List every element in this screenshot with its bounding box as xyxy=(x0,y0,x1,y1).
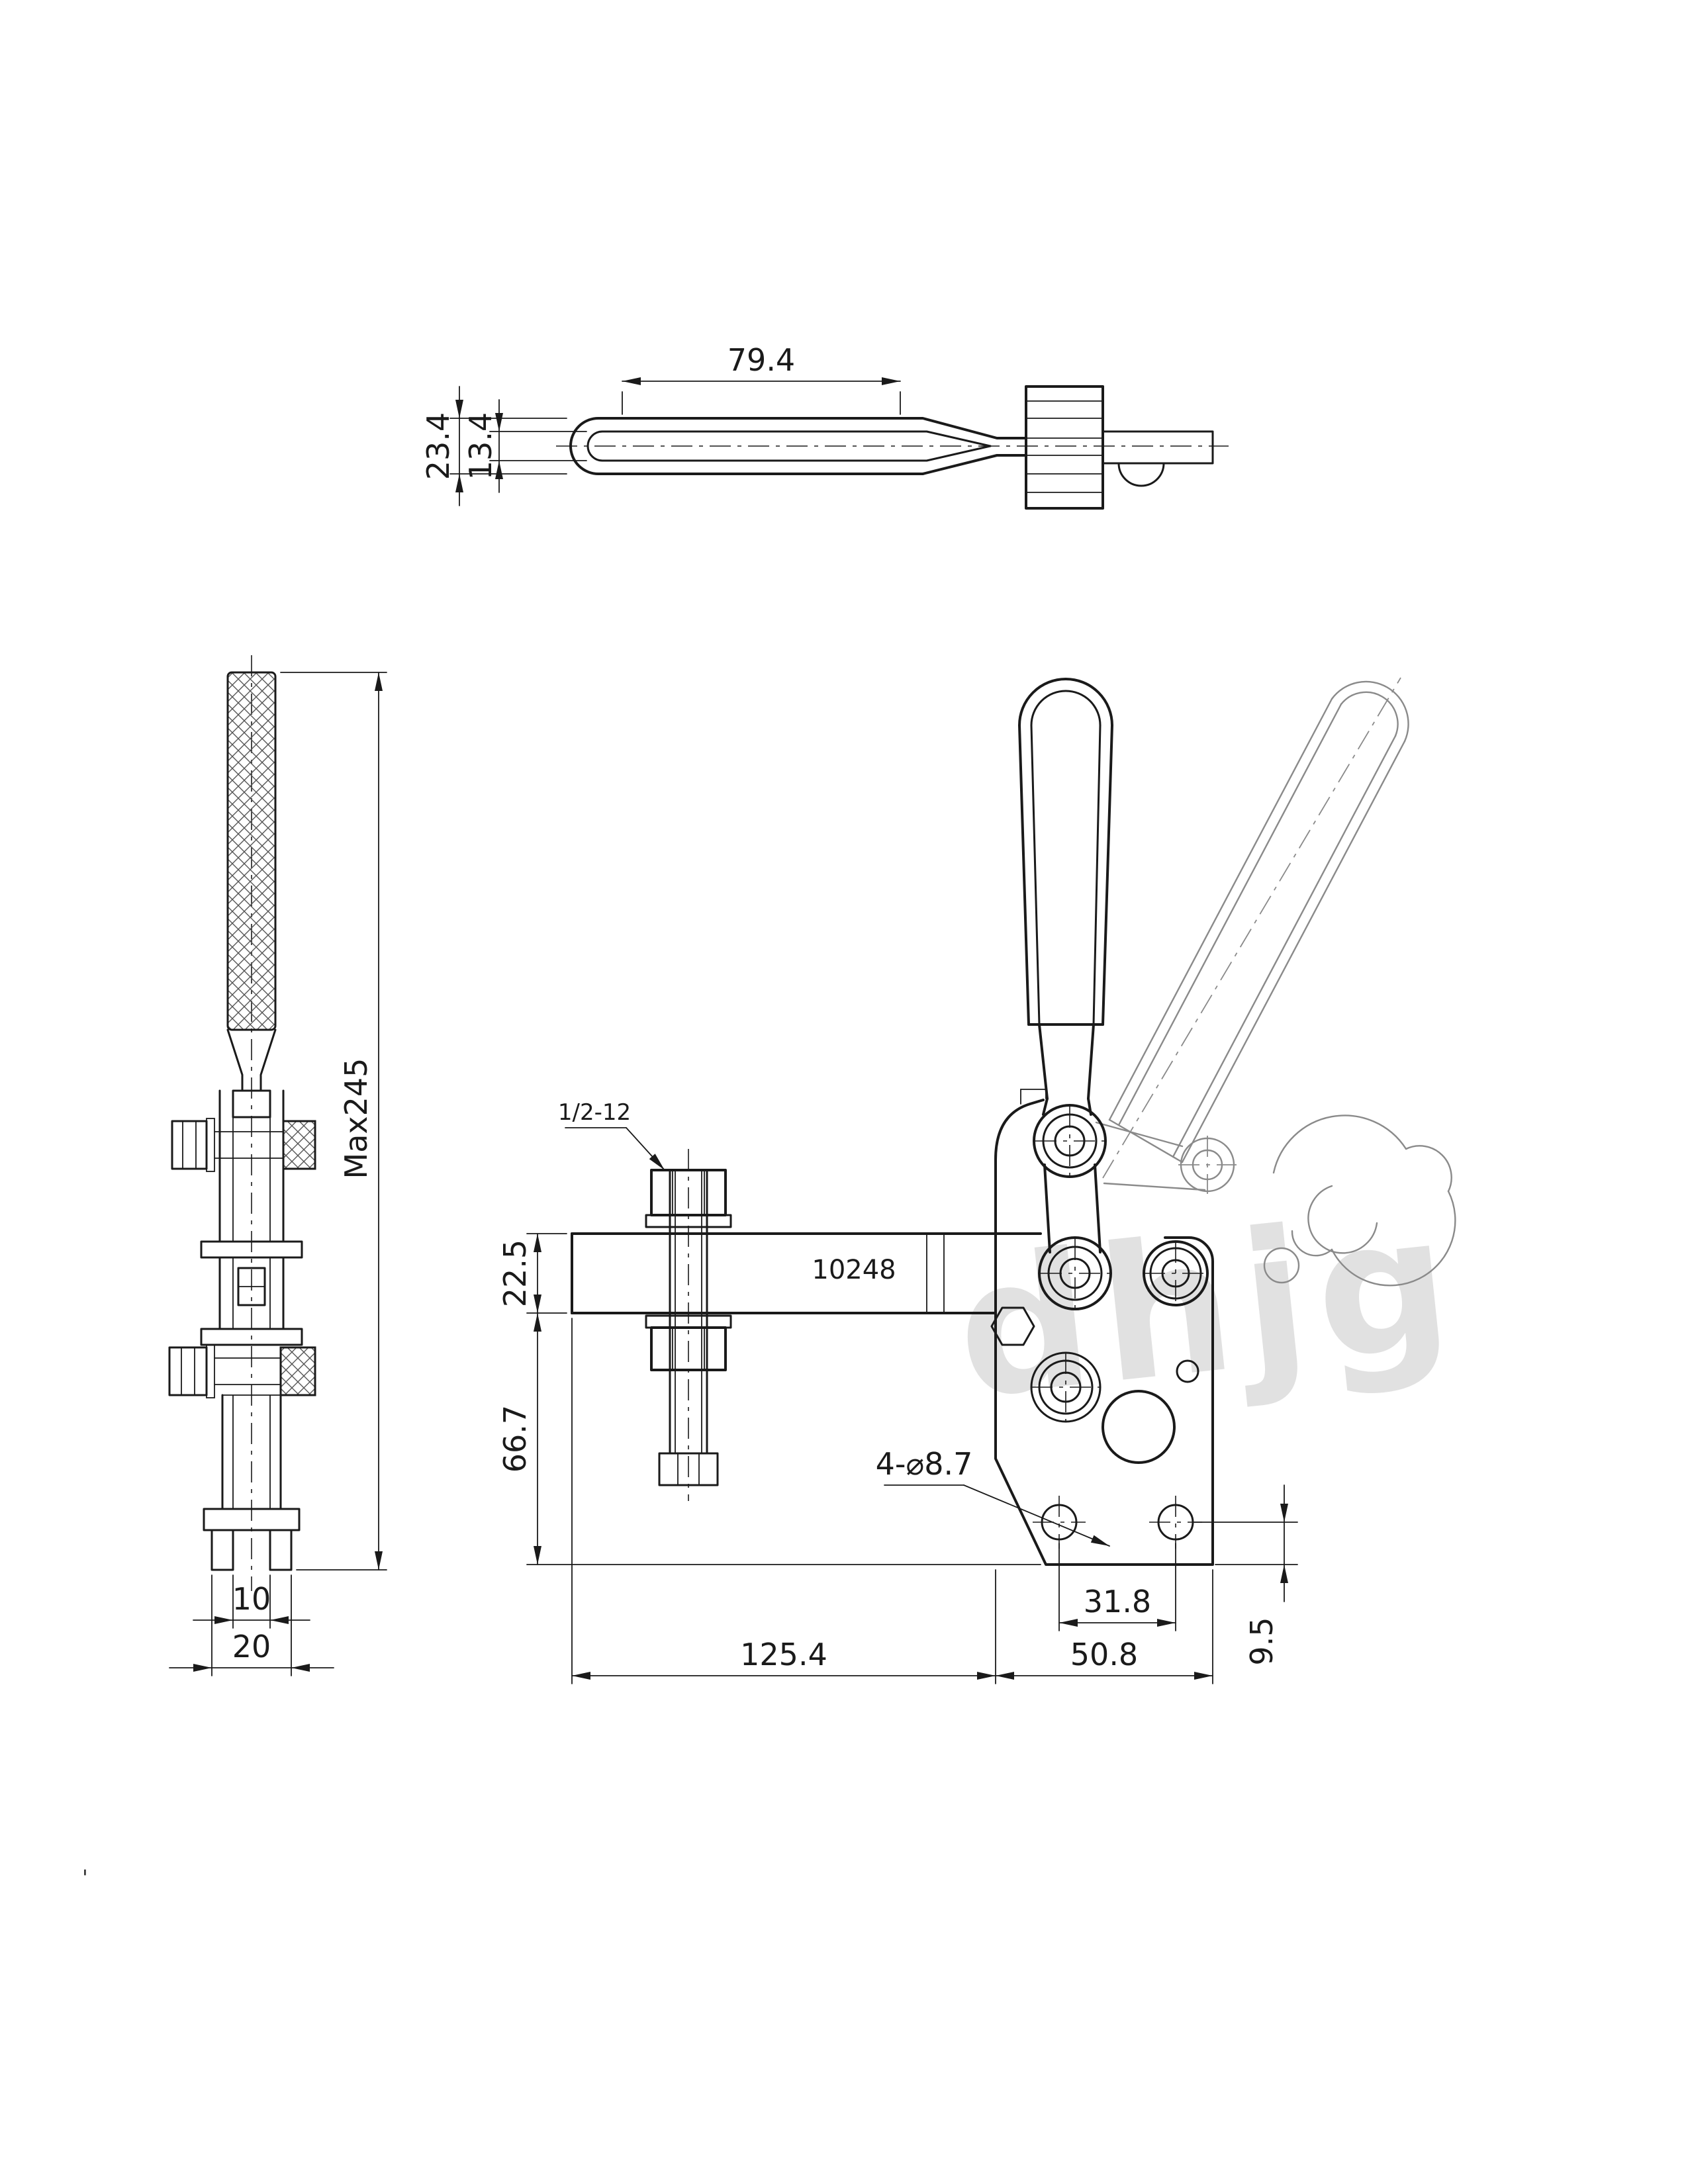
side-view-lower-body xyxy=(203,1394,301,1571)
dim-22-5-text: 22.5 xyxy=(497,1240,533,1307)
clearance-hole xyxy=(1102,1390,1176,1464)
part-number-text: 10248 xyxy=(812,1255,896,1285)
dim-31-8-text: 31.8 xyxy=(1084,1584,1151,1619)
dim-9-5: 9.5 xyxy=(1194,1484,1298,1666)
clamp-bar: 10248 xyxy=(571,1232,1042,1314)
hex-nut-front xyxy=(990,1306,1035,1346)
spindle-foot xyxy=(658,1452,719,1486)
dim-20: 20 xyxy=(169,1574,334,1676)
holes-label-text: 4-⌀8.7 xyxy=(876,1446,973,1482)
thread-callout: 1/2-12 xyxy=(558,1099,665,1171)
small-hole xyxy=(1176,1359,1199,1383)
side-view-spindle-rod xyxy=(226,671,277,1031)
top-view-clamp-arm xyxy=(569,417,1027,475)
handle xyxy=(1018,678,1113,1116)
pivot-b-lobe xyxy=(1038,1236,1112,1310)
link-arm xyxy=(1043,1163,1102,1253)
toggle-linkage xyxy=(990,1104,1209,1346)
dim-23-4: 23.4 xyxy=(420,386,567,506)
dim-125-4: 125.4 xyxy=(571,1318,996,1684)
dim-max245-text: Max245 xyxy=(338,1058,374,1179)
side-view-mid-bracket xyxy=(200,1240,303,1346)
dim-22-5: 22.5 xyxy=(497,1233,567,1314)
front-view: 10248 1/2-12 4-⌀8.7 xyxy=(497,677,1456,1684)
dim-max245: Max245 xyxy=(280,672,387,1570)
base-plate xyxy=(994,1089,1214,1566)
side-view-neck xyxy=(226,1028,277,1092)
dim-79-4-text: 79.4 xyxy=(727,342,795,378)
dim-50-8-text: 50.8 xyxy=(1070,1637,1138,1672)
dim-10-text: 10 xyxy=(232,1581,271,1617)
dim-79-4: 79.4 xyxy=(622,342,901,415)
dim-9-5-text: 9.5 xyxy=(1244,1617,1280,1665)
dim-50-8: 50.8 xyxy=(995,1569,1213,1684)
spindle-lock-nut xyxy=(650,1326,727,1371)
spindle-washer-top xyxy=(645,1214,732,1228)
dim-23-4-text: 23.4 xyxy=(420,412,456,480)
dim-66-7-text: 66.7 xyxy=(497,1405,533,1473)
pivot-a-lobe xyxy=(1033,1104,1107,1178)
dim-10: 10 xyxy=(193,1574,310,1629)
dim-31-8: 31.8 xyxy=(1058,1543,1176,1631)
thread-label-text: 1/2-12 xyxy=(558,1099,631,1126)
watermark-text: dhjg xyxy=(947,1173,1470,1441)
top-view-shaft xyxy=(1102,430,1214,487)
side-view-lower-bolt xyxy=(168,1344,316,1398)
stray-mark: ' xyxy=(82,1865,88,1890)
dim-20-text: 20 xyxy=(232,1629,271,1664)
phantom-open-handle xyxy=(1095,677,1456,1287)
side-view: Max245 10 20 xyxy=(168,655,387,1676)
holes-callout: 4-⌀8.7 xyxy=(876,1446,1110,1547)
dim-66-7: 66.7 xyxy=(497,1312,1041,1565)
watermark: dhjg xyxy=(947,1173,1470,1441)
top-view-pivot-block xyxy=(1025,385,1104,510)
dim-13-4-text: 13.4 xyxy=(463,412,498,480)
clamping-spindle xyxy=(645,1149,732,1501)
dim-13-4: 13.4 xyxy=(463,399,587,493)
dim-125-4-text: 125.4 xyxy=(740,1637,827,1672)
top-view: 79.4 23.4 13.4 xyxy=(420,342,1229,510)
side-view-upper-bolt xyxy=(171,1118,316,1172)
